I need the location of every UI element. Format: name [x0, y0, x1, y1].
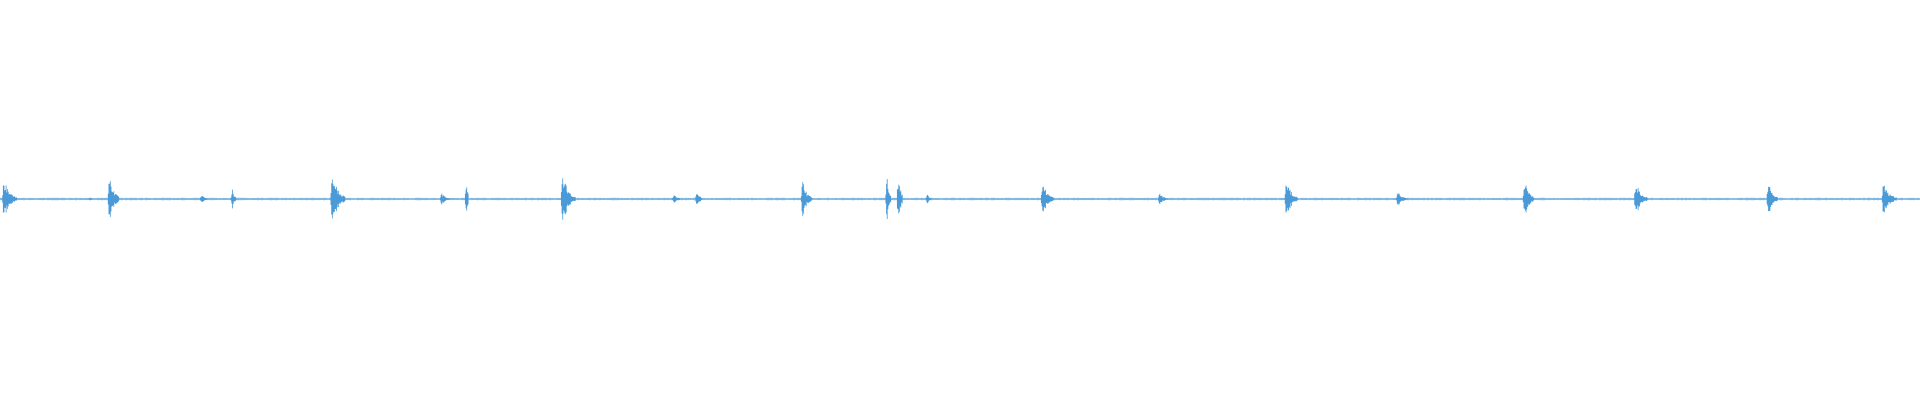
waveform-burst	[1040, 186, 1055, 212]
waveform-burst	[230, 189, 237, 209]
waveform-burst	[88, 197, 96, 201]
waveform-burst	[1158, 193, 1170, 205]
waveform-burst	[1522, 185, 1535, 213]
waveform-burst	[885, 178, 892, 220]
waveform-burst	[464, 187, 469, 211]
waveform-burst	[199, 196, 210, 202]
waveform-burst	[1634, 187, 1648, 211]
waveform-burst	[560, 178, 576, 220]
waveform-burst	[1881, 185, 1897, 213]
waveform-burst	[330, 179, 346, 219]
waveform-burst	[695, 194, 703, 204]
waveform-burst	[1396, 193, 1408, 205]
waveform-burst	[107, 181, 120, 217]
waveform-burst	[672, 195, 684, 203]
waveform-burst	[1766, 186, 1778, 212]
waveform-burst	[2, 185, 18, 213]
waveform-burst	[925, 194, 932, 204]
waveform-burst	[800, 182, 813, 216]
waveform-burst	[896, 184, 903, 214]
waveform-burst	[1284, 185, 1299, 213]
waveform-noise	[0, 197, 1919, 201]
waveform-burst	[439, 193, 452, 205]
waveform-bursts	[0, 178, 1919, 220]
